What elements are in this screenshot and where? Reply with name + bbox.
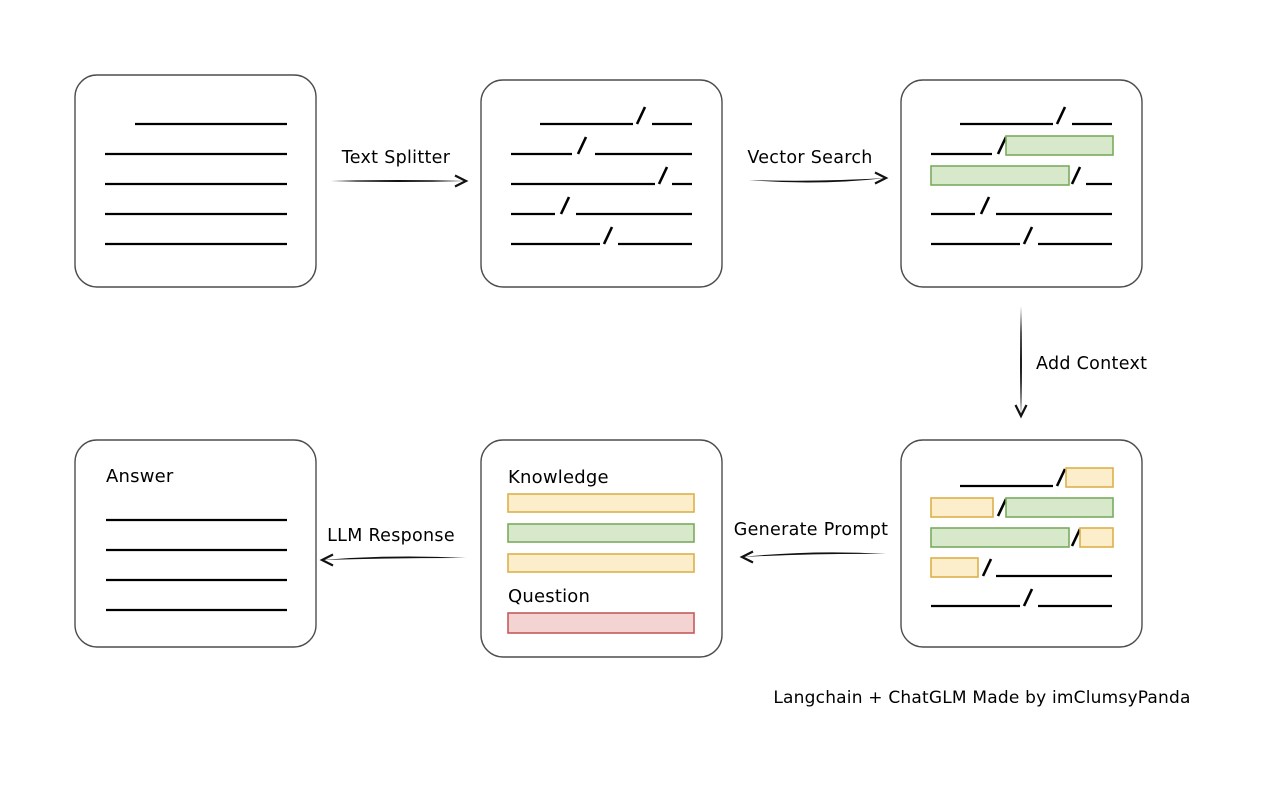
green-chunk[interactable] [930, 165, 1070, 186]
arrow-shaft [749, 178, 886, 183]
edge-add-context-label: Add Context [1036, 354, 1147, 374]
slash-separator [1070, 528, 1082, 547]
edge-vector-search[interactable]: Vector Search [747, 148, 889, 185]
node-answer-document[interactable]: Answer [74, 439, 317, 648]
edge-llm-response-label: LLM Response [327, 526, 455, 546]
document-row [960, 106, 1112, 126]
edge-llm-response[interactable]: LLM Response [319, 526, 466, 567]
slash-separator [576, 136, 588, 155]
document-row [930, 165, 1112, 186]
footer-credit: Langchain + ChatGLM Made by imClumsyPand… [773, 688, 1190, 708]
document-row [511, 226, 692, 246]
slash-separator [1070, 166, 1082, 185]
document-row [930, 527, 1114, 548]
slash-separator [1055, 468, 1067, 487]
yellow-chunk[interactable] [1079, 527, 1114, 548]
split-document-content [511, 106, 692, 246]
yellow-prompt-bar[interactable] [507, 553, 695, 573]
slash-separator [1022, 226, 1034, 245]
green-chunk[interactable] [1005, 135, 1114, 156]
edge-generate-prompt[interactable]: Generate Prompt [734, 520, 889, 564]
slash-separator [996, 498, 1008, 517]
arrow-shaft [742, 552, 886, 557]
yellow-chunk[interactable] [1065, 467, 1114, 488]
context-document-content [930, 467, 1114, 608]
slash-separator [1022, 588, 1034, 607]
slash-separator [602, 226, 614, 245]
arrow-head [454, 174, 469, 188]
node-context-document[interactable] [900, 439, 1143, 648]
node-prompt-document[interactable]: Knowledge Question [480, 439, 723, 658]
red-prompt-bar[interactable] [507, 612, 695, 634]
retrieved-document-content [930, 106, 1114, 246]
arrow-head [739, 550, 754, 564]
slash-separator [657, 166, 669, 185]
arrow-head [874, 171, 889, 185]
answer-document-content [106, 518, 287, 612]
document-row [930, 497, 1114, 518]
yellow-prompt-bar[interactable] [507, 493, 695, 513]
node-source-document[interactable] [74, 74, 317, 288]
yellow-chunk[interactable] [930, 497, 994, 518]
document-row [931, 196, 1112, 216]
edge-text-splitter[interactable]: Text Splitter [331, 148, 469, 188]
green-chunk[interactable] [930, 527, 1070, 548]
arrow-shaft [322, 556, 466, 560]
node-retrieved-document[interactable] [900, 79, 1143, 288]
edge-add-context[interactable]: Add Context [1014, 306, 1148, 419]
slash-separator [996, 136, 1008, 155]
source-document-box[interactable] [74, 74, 317, 288]
knowledge-section-label: Knowledge [508, 467, 609, 488]
document-row [930, 557, 1112, 578]
edge-vector-search-label: Vector Search [747, 148, 872, 168]
slash-separator [635, 106, 647, 125]
arrow-shaft [1020, 306, 1022, 416]
answer-document-label: Answer [106, 466, 174, 487]
yellow-chunk[interactable] [930, 557, 979, 578]
document-row [931, 135, 1114, 156]
slash-separator [1055, 106, 1067, 125]
slash-separator [559, 196, 571, 215]
green-chunk[interactable] [1005, 497, 1114, 518]
document-row [540, 106, 692, 126]
edge-generate-prompt-label: Generate Prompt [734, 520, 889, 540]
document-row [511, 196, 692, 216]
document-row [931, 588, 1112, 608]
arrow-head [319, 553, 334, 567]
document-row [931, 226, 1112, 246]
document-row [960, 467, 1114, 488]
arrow-head [1014, 404, 1028, 419]
arrow-shaft [331, 180, 466, 182]
edge-text-splitter-label: Text Splitter [341, 148, 451, 168]
question-section-label: Question [508, 586, 590, 607]
slash-separator [979, 196, 991, 215]
answer-document-box[interactable] [74, 439, 317, 648]
green-prompt-bar[interactable] [507, 523, 695, 543]
slash-separator [981, 558, 993, 577]
document-row [511, 166, 692, 186]
source-document-content [105, 122, 287, 246]
document-row [511, 136, 692, 156]
prompt-document-bars [507, 493, 695, 634]
node-split-document[interactable] [480, 79, 723, 288]
